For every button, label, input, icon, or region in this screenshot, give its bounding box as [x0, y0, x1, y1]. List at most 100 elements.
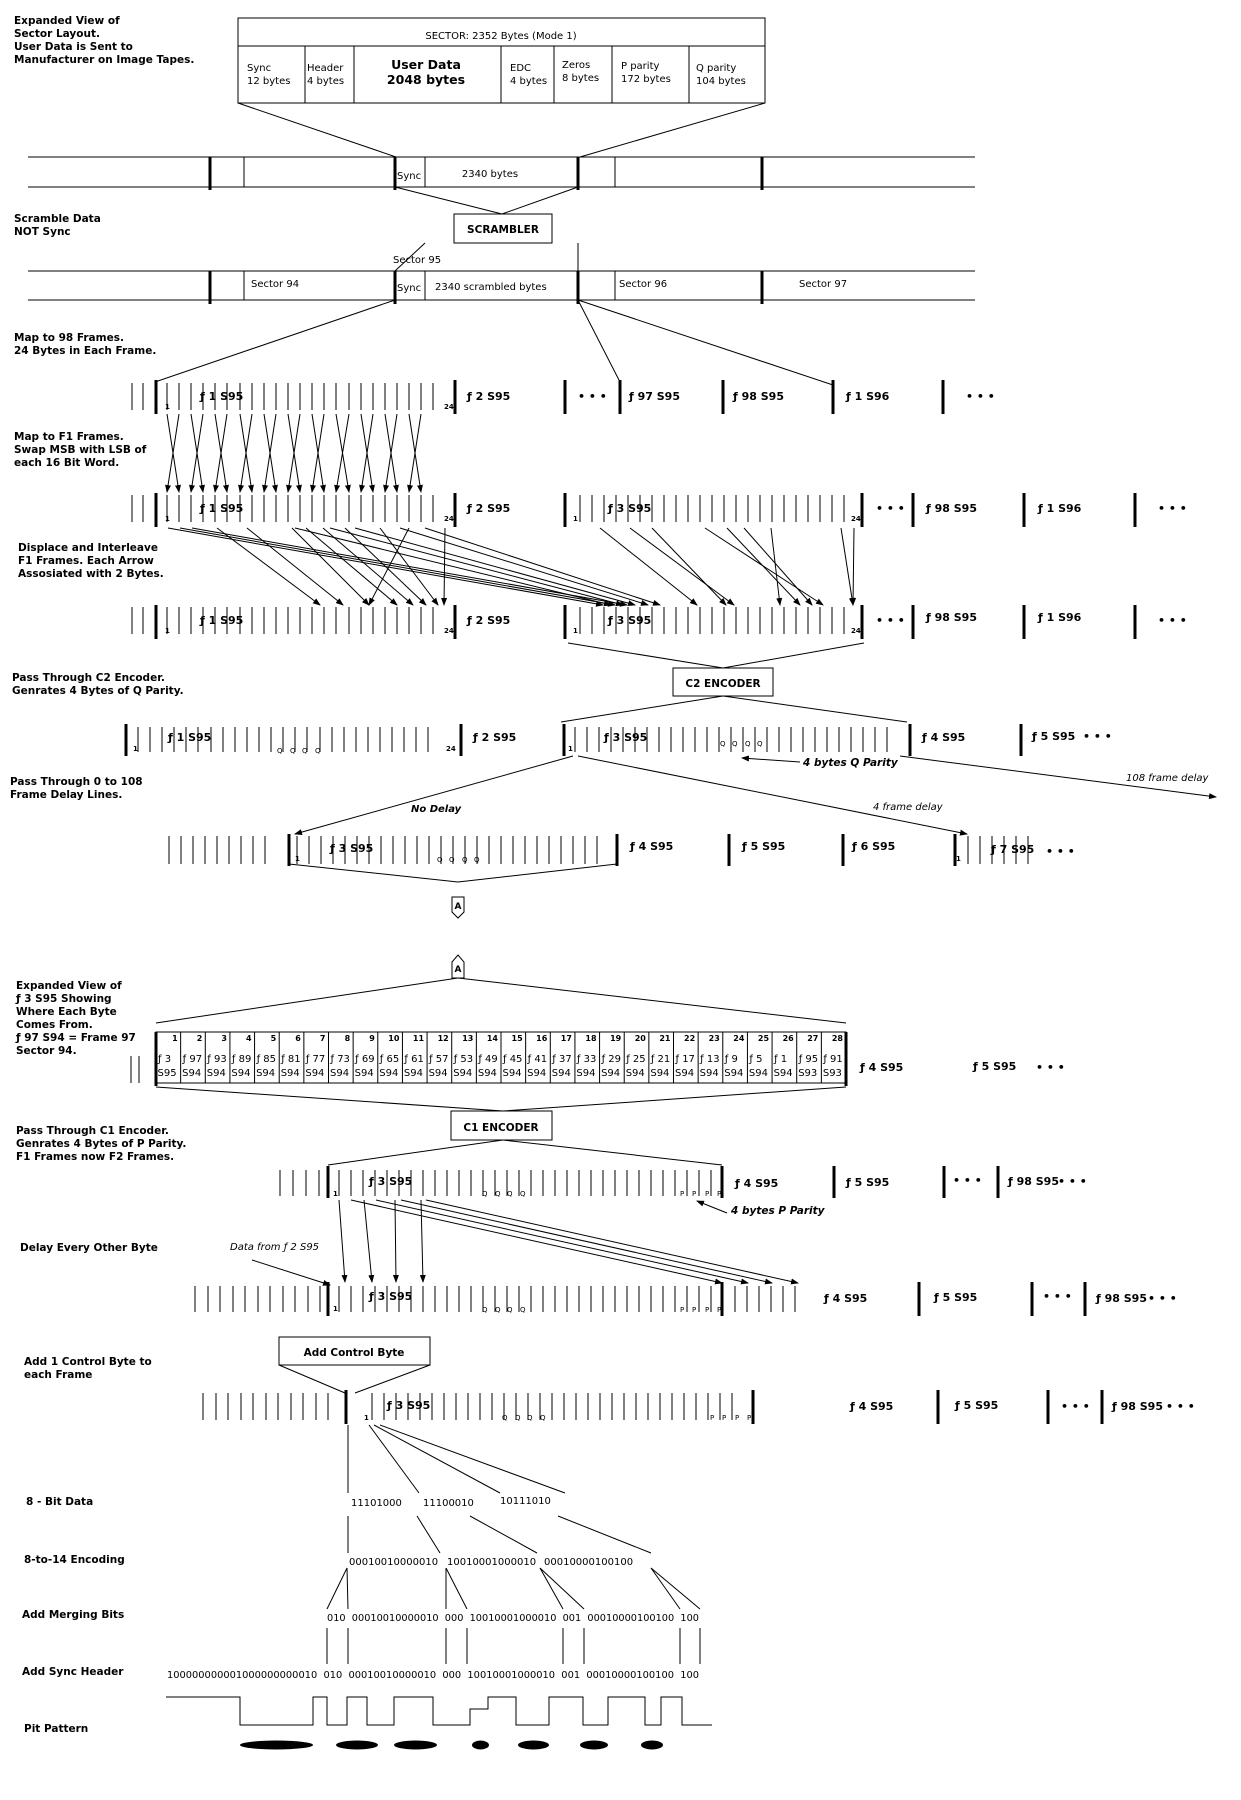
ellipsis: • • • — [1148, 1292, 1177, 1305]
c2-funnel — [560, 642, 908, 723]
byte-sector: S94 — [453, 1068, 472, 1079]
frame-label: ƒ 4 S95 — [629, 840, 673, 853]
byte-sector: S93 — [823, 1068, 842, 1079]
byte-sector: S94 — [281, 1068, 300, 1079]
byte-sector: S94 — [231, 1068, 250, 1079]
byte-sector: S94 — [404, 1068, 423, 1079]
connector-a: A — [455, 965, 462, 975]
data-from-label: Data from ƒ 2 S95 — [230, 1242, 319, 1253]
label-sync-header: Add Sync Header — [22, 1666, 124, 1678]
byte-sector: S94 — [503, 1068, 522, 1079]
byte-frame: ƒ 57 — [428, 1054, 448, 1065]
interleave-arrow — [246, 527, 344, 606]
byte-number: 12 — [438, 1034, 449, 1043]
byte-number: 6 — [295, 1034, 301, 1043]
efm-bits: 00010000100100 — [544, 1557, 633, 1568]
interleave-arrow — [726, 527, 801, 606]
ellipsis: • • • — [578, 390, 607, 403]
byte-sector: S94 — [774, 1068, 793, 1079]
interleave-arrow — [305, 527, 398, 606]
ellipsis: • • • — [1046, 845, 1075, 858]
pit-pattern — [240, 1740, 663, 1750]
byte-number: 1 — [172, 1034, 178, 1043]
frame-label: ƒ 4 S95 — [859, 1061, 903, 1074]
delay-108-label: 108 frame delay — [1126, 773, 1210, 784]
q-byte: Q — [515, 1414, 521, 1422]
merged-bits: 010 00010010000010 000 10010001000010 00… — [327, 1613, 699, 1624]
byte-index: 1 — [573, 627, 578, 635]
c2-encoder-label: C2 ENCODER — [685, 678, 760, 690]
ellipsis: • • • — [1158, 614, 1187, 627]
frame-label: ƒ 4 S95 — [823, 1292, 867, 1305]
q-byte: Q — [277, 747, 283, 755]
pit — [641, 1740, 663, 1750]
byte-number: 20 — [635, 1034, 647, 1043]
frame-label: ƒ 4 S95 — [921, 731, 965, 744]
byte-index: 1 — [165, 515, 170, 523]
byte-number: 19 — [610, 1034, 622, 1043]
sector-field-name: User Data — [391, 57, 461, 72]
byte-frame: ƒ 1 — [773, 1054, 787, 1065]
pit — [394, 1740, 437, 1750]
frame-label: ƒ 97 S95 — [628, 390, 680, 403]
q-byte: Q — [302, 747, 308, 755]
byte-number: 21 — [659, 1034, 671, 1043]
byte-frame: ƒ 81 — [280, 1054, 300, 1065]
pit — [518, 1740, 549, 1750]
frame-label: ƒ 2 S95 — [466, 502, 510, 515]
byte-frame: ƒ 65 — [379, 1054, 399, 1065]
sector-field-name: Q parity — [696, 63, 736, 74]
byte-frame: ƒ 61 — [403, 1054, 423, 1065]
byte-frame: ƒ 45 — [502, 1054, 522, 1065]
swap-arrow — [383, 413, 398, 493]
swap-arrow — [310, 413, 325, 493]
byte-index: 24 — [446, 745, 456, 753]
interleave-arrow — [743, 527, 813, 606]
q-byte: Q — [540, 1414, 546, 1422]
msb-lsb-swap-arrows — [165, 413, 423, 493]
ellipsis: • • • — [1061, 1400, 1090, 1413]
sector-field-name: Sync — [247, 63, 271, 74]
frame-label: ƒ 98 S95 — [1111, 1400, 1163, 1413]
interleave-arrow — [379, 527, 439, 606]
data-stream-raw — [28, 156, 975, 215]
pit — [580, 1740, 608, 1750]
byte-number: 3 — [221, 1034, 227, 1043]
byte-sector: S94 — [700, 1068, 719, 1079]
connector-a-out — [288, 863, 618, 919]
byte-frame: ƒ 17 — [675, 1054, 695, 1065]
ellipsis: • • • — [953, 1174, 982, 1187]
no-delay-arrow — [419, 1199, 426, 1283]
frame-row-interleaved — [131, 605, 1137, 639]
sector-field-size: 8 bytes — [562, 73, 599, 84]
frame-label: ƒ 98 S95 — [925, 502, 977, 515]
stream2-sector96: Sector 96 — [619, 279, 667, 290]
q-byte: Q — [520, 1306, 526, 1314]
stream1-sync: Sync — [397, 171, 421, 182]
label-displace: Displace and Interleave F1 Frames. Each … — [18, 542, 164, 580]
q-byte: Q — [732, 740, 738, 748]
byte-number: 7 — [320, 1034, 326, 1043]
byte-number: 28 — [832, 1034, 844, 1043]
interleave-arrow — [850, 527, 857, 606]
q-byte: Q — [720, 740, 726, 748]
byte-delay-arrows — [251, 1199, 799, 1286]
pit — [240, 1740, 313, 1750]
interleave-arrow — [770, 527, 783, 606]
q-byte: Q — [507, 1190, 513, 1198]
ellipsis: • • • — [1083, 730, 1112, 743]
q-byte: Q — [482, 1306, 488, 1314]
byte-bits: 10111010 — [500, 1496, 551, 1507]
interleave-arrow — [441, 527, 448, 606]
interleave-arrow — [599, 527, 698, 606]
byte-number: 13 — [462, 1034, 473, 1043]
byte-index: 1 — [165, 627, 170, 635]
p-byte: P — [680, 1306, 684, 1314]
byte-frame: ƒ 95 — [798, 1054, 818, 1065]
frame-label: ƒ 1 S96 — [1037, 502, 1082, 515]
frame-label: ƒ 1 S95 — [199, 390, 243, 403]
frame-label: ƒ 5 S95 — [972, 1060, 1016, 1073]
swap-arrow — [165, 413, 180, 493]
